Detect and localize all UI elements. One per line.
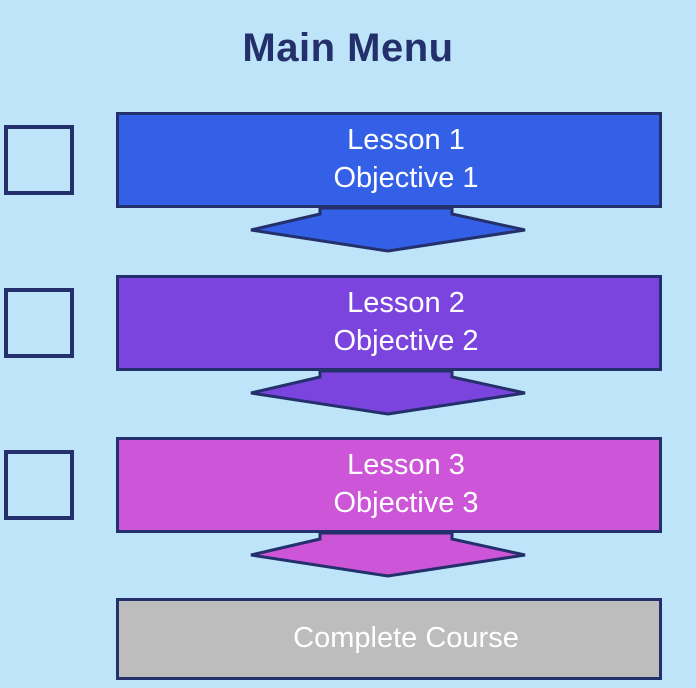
lesson-1-objective: Objective 1 [333,162,479,194]
arrow-lesson-2-to-3 [116,371,656,417]
page-title: Main Menu [242,26,454,70]
down-arrow-icon [250,208,526,253]
complete-course-button[interactable]: Complete Course [116,598,662,680]
lesson-2-title: Lesson 2 [347,287,465,320]
lesson-2-objective: Objective 2 [333,325,479,357]
lesson-1-checkbox[interactable] [4,125,74,195]
lesson-3-title: Lesson 3 [347,449,465,482]
arrow-lesson-3-to-complete [116,533,656,579]
down-arrow-icon [250,371,526,416]
lesson-3-checkbox[interactable] [4,450,74,520]
arrow-lesson-1-to-2 [116,208,656,254]
lesson-2-block[interactable]: Lesson 2 Objective 2 [116,275,662,371]
lesson-3-objective: Objective 3 [333,487,479,519]
lesson-3-block[interactable]: Lesson 3 Objective 3 [116,437,662,533]
complete-course-label: Complete Course [293,622,519,654]
lesson-1-block[interactable]: Lesson 1 Objective 1 [116,112,662,208]
down-arrow-icon [250,533,526,578]
lesson-1-title: Lesson 1 [347,124,465,157]
lesson-2-checkbox[interactable] [4,288,74,358]
